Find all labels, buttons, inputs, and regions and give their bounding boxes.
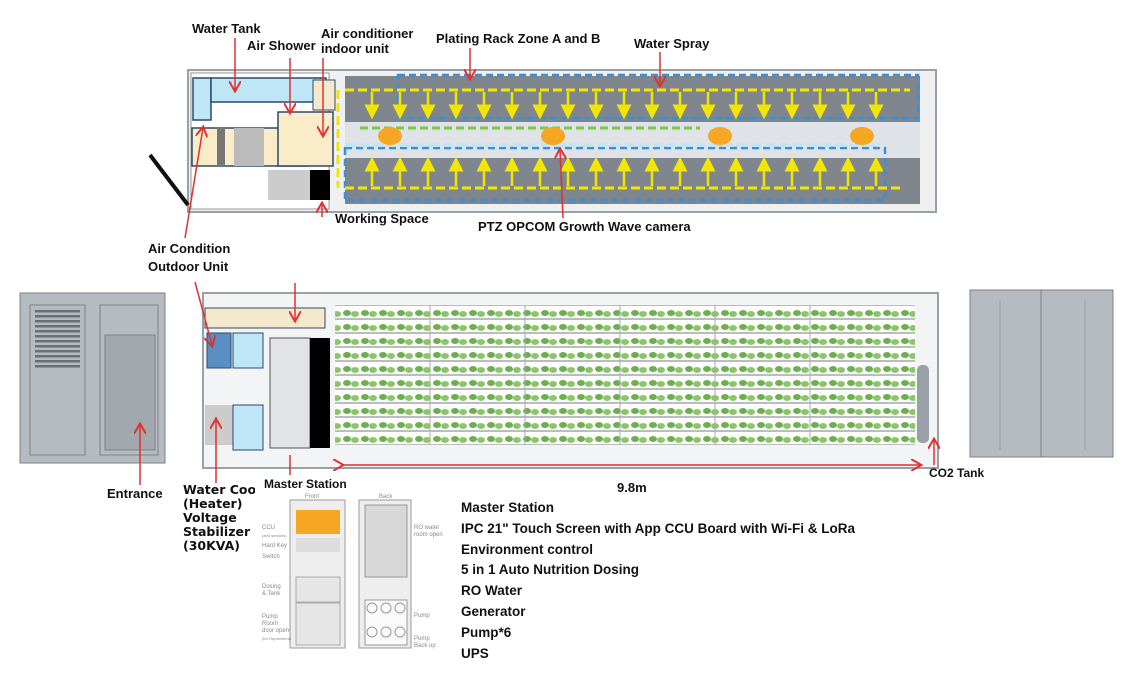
feature-item: Generator: [461, 603, 526, 619]
feature-item: UPS: [461, 645, 489, 661]
pointer-arrows: [140, 38, 934, 485]
entrance-door-view: [19, 292, 166, 464]
station-switch-label: Switch: [262, 554, 280, 560]
label-line: (30KVA): [183, 538, 241, 553]
label-line: CCU: [262, 525, 275, 531]
station-pump-label: Pump: [414, 613, 430, 619]
feature-item: IPC 21" Touch Screen with App CCU Board …: [461, 520, 856, 536]
station-ccu-label: CCU (and sensors): [262, 525, 286, 539]
label-master-station: Master Station: [264, 477, 347, 491]
station-dosing-label: Dosing& Tank: [262, 584, 281, 598]
label-line: Back up: [414, 643, 436, 649]
rear-door-view: [969, 289, 1114, 458]
feature-item: 5 in 1 Auto Nutrition Dosing: [461, 562, 639, 578]
label-working-space: Working Space: [335, 211, 429, 226]
station-hardkey-label: Hard Key: [262, 543, 288, 549]
label-plating-rack: Plating Rack Zone A and B: [436, 31, 601, 46]
feature-item: RO Water: [461, 583, 523, 599]
label-ptz-camera: PTZ OPCOM Growth Wave camera: [478, 219, 691, 234]
label-line: Pump: [262, 614, 278, 620]
label-line: Room: [262, 621, 279, 627]
label-entrance: Entrance: [107, 486, 163, 501]
label-line: door open: [262, 628, 290, 634]
label-line: indoor unit: [321, 41, 389, 56]
label-line: Stabilizer: [183, 524, 251, 539]
side-view: [202, 292, 939, 468]
label-line: (and sensors): [262, 533, 287, 538]
label-air-shower: Air Shower: [247, 38, 316, 53]
master-station-drawing: [289, 499, 412, 649]
station-back-label: Back: [379, 494, 393, 500]
label-line: room open: [414, 532, 443, 538]
label-line: RO water: [414, 525, 440, 531]
top-view: [148, 69, 937, 213]
label-line: (Heater): [183, 496, 243, 511]
label-length: 9.8m: [617, 480, 647, 495]
label-line: & Tank: [262, 591, 281, 597]
label-line: Air conditioner: [321, 26, 414, 41]
feature-item: Environment control: [461, 541, 594, 557]
label-line: Dosing: [262, 584, 281, 590]
label-water-spray: Water Spray: [634, 36, 710, 51]
station-front-label: Front: [305, 494, 320, 500]
label-line: Pump: [414, 636, 430, 642]
label-co2-tank: CO2 Tank: [929, 466, 985, 480]
feature-item: Master Station: [461, 500, 555, 515]
label-line: Water Coole: [183, 483, 255, 497]
label-line: Air Condition: [148, 241, 231, 256]
label-water-tank: Water Tank: [192, 21, 261, 36]
label-line: Outdoor Unit: [148, 259, 229, 274]
label-line: Voltage: [183, 510, 237, 525]
label-water-cooler: Water Coole(Heater): [183, 483, 255, 511]
label-line: (for Repairment): [262, 636, 292, 641]
feature-item: Pump*6: [461, 624, 512, 640]
master-station-feature-list: Master Station IPC 21" Touch Screen with…: [461, 498, 855, 664]
